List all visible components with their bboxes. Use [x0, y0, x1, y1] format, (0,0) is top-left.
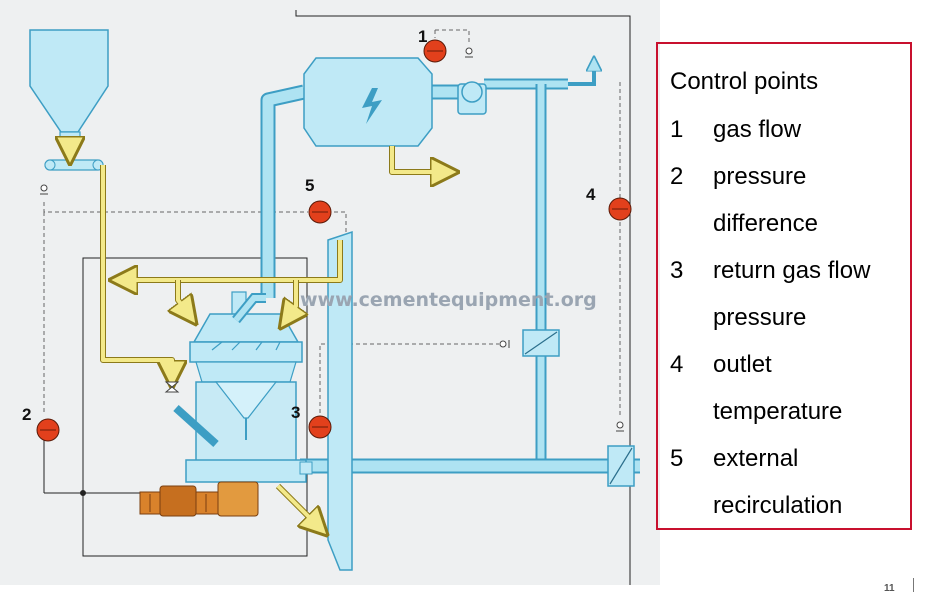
material-flows [70, 139, 448, 528]
vertical-mill [173, 291, 313, 483]
legend-item-number: 4 [670, 351, 684, 378]
legend-item: 5 external recirculation [670, 435, 900, 529]
feed-hopper [29, 29, 109, 171]
control-point-label: 1 [418, 27, 427, 46]
control-point-label: 2 [22, 405, 31, 424]
bucket-elevator [327, 230, 353, 571]
process-diagram: www.cementequipment.org 1 2 3 4 5 [0, 0, 660, 585]
control-point-label: 4 [586, 185, 596, 204]
legend-item-number: 3 [670, 257, 684, 284]
instrument-symbols [40, 47, 624, 432]
control-point-markers: 1 2 3 4 5 [22, 27, 632, 442]
legend-item: 4 outlet temperature [670, 341, 900, 435]
legend-item-text: external recirculation [713, 445, 843, 519]
legend-item-number: 1 [670, 116, 684, 143]
bag-filter [303, 57, 433, 147]
legend-item-text: return gas flow pressure [713, 257, 871, 331]
control-point-label: 5 [305, 176, 314, 195]
legend-item-text: outlet temperature [713, 351, 843, 425]
stack-outlet [568, 62, 594, 86]
watermark: www.cementequipment.org [300, 289, 597, 311]
dampers [522, 329, 635, 487]
legend-title: Control points [670, 68, 819, 95]
control-point-label: 3 [291, 403, 300, 422]
legend-item: 2 pressure difference [670, 153, 900, 247]
signal-lines [43, 29, 621, 418]
legend-item-text: gas flow [713, 116, 802, 143]
mill-drive [139, 481, 259, 517]
legend-item-number: 5 [670, 445, 684, 472]
legend-item: 3 return gas flow pressure [670, 247, 900, 341]
control-points-legend: Control points 1 gas flow 2 pressure dif… [656, 42, 912, 530]
slide-number: 11 [884, 583, 895, 594]
electric-icon [362, 88, 382, 124]
fan [457, 81, 487, 115]
legend-item-text: pressure difference [713, 163, 818, 237]
slide-number-divider [913, 578, 914, 592]
legend-item-number: 2 [670, 163, 684, 190]
feed-valve [164, 381, 180, 393]
legend-item: 1 gas flow [670, 106, 900, 153]
